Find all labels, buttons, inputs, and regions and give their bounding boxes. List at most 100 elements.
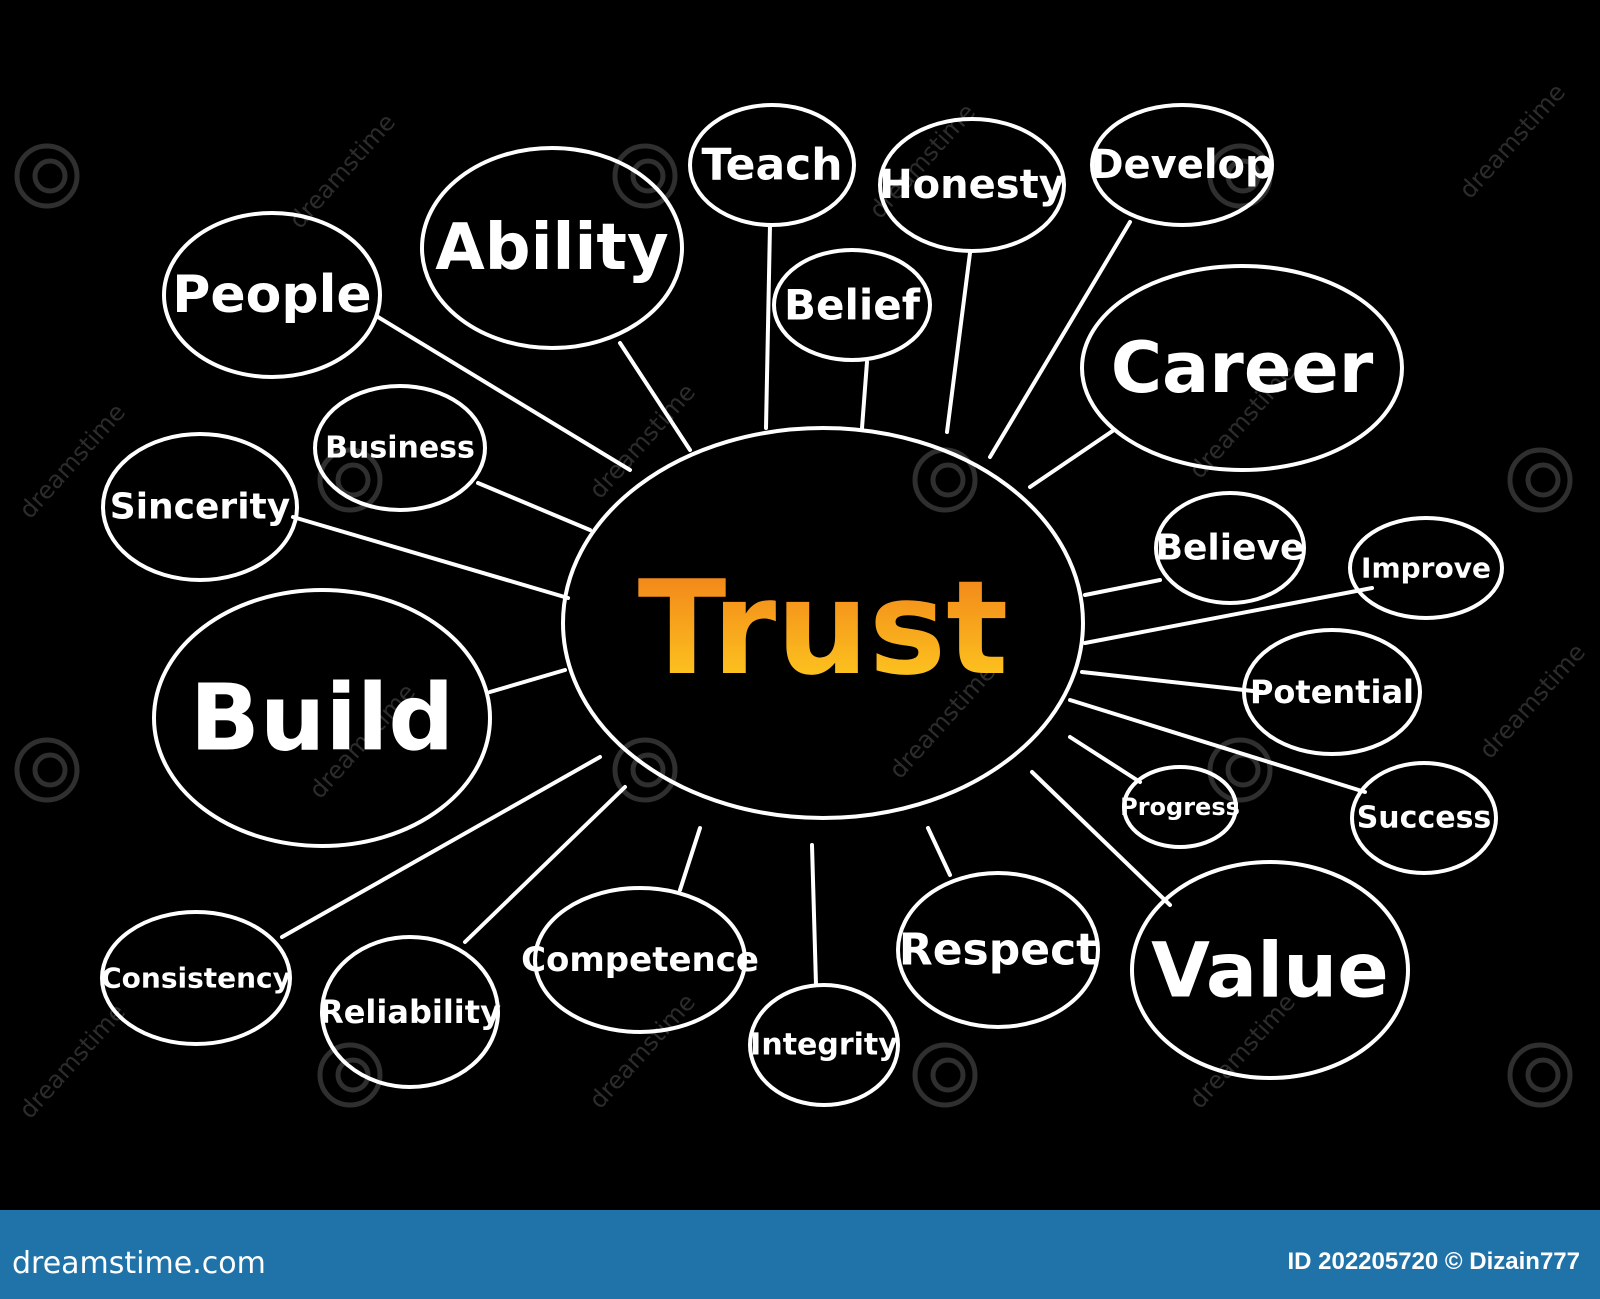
node-label: Integrity bbox=[750, 1028, 898, 1063]
node-label: Business bbox=[325, 431, 475, 466]
node-shape bbox=[878, 117, 1066, 253]
node-label: Progress bbox=[1120, 793, 1240, 821]
node-people: People bbox=[162, 211, 382, 379]
center-node-label: Trust bbox=[638, 552, 1009, 704]
node-consistency: Consistency bbox=[100, 910, 292, 1046]
node-label: Teach bbox=[701, 140, 842, 191]
node-business: Business bbox=[313, 384, 487, 512]
node-shape bbox=[533, 886, 747, 1034]
node-shape bbox=[1080, 264, 1404, 472]
watermark-spiral-icon bbox=[1225, 158, 1261, 194]
node-integrity: Integrity bbox=[748, 983, 900, 1107]
node-label: Reliability bbox=[319, 993, 501, 1031]
node-shape bbox=[313, 384, 487, 512]
node-progress: Progress bbox=[1120, 765, 1240, 849]
node-label: Competence bbox=[521, 940, 759, 980]
footer-stock-id: ID 202205720 © Dizain777 bbox=[1287, 1248, 1580, 1275]
node-shape bbox=[100, 910, 292, 1046]
node-shape bbox=[162, 211, 382, 379]
node-shape bbox=[152, 588, 492, 848]
node-label: Career bbox=[1111, 327, 1374, 409]
node-shape bbox=[748, 983, 900, 1107]
connector-value bbox=[1030, 770, 1172, 907]
node-shape bbox=[320, 935, 500, 1089]
watermark-text: dreamstime bbox=[14, 998, 131, 1124]
node-shape bbox=[1130, 860, 1410, 1080]
connector-consistency bbox=[280, 755, 602, 939]
node-teach: Teach bbox=[688, 103, 856, 227]
node-label: Ability bbox=[435, 211, 668, 285]
node-develop: Develop bbox=[1090, 103, 1274, 227]
node-layer: People Ability Teach Honesty DevelopBeliefCa… bbox=[100, 103, 1504, 1107]
watermark-spiral-icon bbox=[1225, 752, 1261, 788]
node-belief: Belief bbox=[772, 248, 932, 362]
connector-develop bbox=[988, 220, 1132, 459]
node-shape bbox=[688, 103, 856, 227]
watermark-spiral-icon bbox=[335, 462, 371, 498]
node-label: Build bbox=[190, 665, 455, 772]
node-career: Career bbox=[1080, 264, 1404, 472]
footer-brand[interactable]: dreamstime.com bbox=[12, 1246, 266, 1281]
watermark-spiral-icon bbox=[612, 143, 678, 209]
node-shape bbox=[1122, 765, 1238, 849]
center-node-shape bbox=[561, 426, 1085, 820]
watermark-spiral-icon bbox=[930, 1057, 966, 1093]
connector-sincerity bbox=[291, 515, 570, 600]
connector-reliability bbox=[463, 785, 627, 944]
center-node: Trust bbox=[561, 426, 1085, 820]
watermark-text: dreamstime bbox=[1474, 638, 1591, 764]
node-shape bbox=[772, 248, 932, 362]
node-shape bbox=[1154, 491, 1306, 605]
node-shape bbox=[1350, 761, 1498, 875]
watermark-spiral-icon bbox=[14, 143, 80, 209]
node-success: Success bbox=[1350, 761, 1498, 875]
node-label: Honesty bbox=[879, 162, 1065, 208]
node-value: Value bbox=[1130, 860, 1410, 1080]
watermark-spiral-icon bbox=[930, 462, 966, 498]
connector-career bbox=[1028, 428, 1116, 489]
node-improve: Improve bbox=[1348, 516, 1504, 620]
connector-competence bbox=[678, 826, 702, 892]
watermark-spiral-icon bbox=[32, 752, 68, 788]
node-sincerity: Sincerity bbox=[101, 432, 299, 582]
node-competence: Competence bbox=[521, 886, 759, 1034]
connector-improve bbox=[1083, 586, 1374, 645]
node-believe: Believe bbox=[1154, 491, 1306, 605]
connector-ability bbox=[618, 341, 692, 452]
node-label: Improve bbox=[1361, 552, 1491, 585]
node-label: Consistency bbox=[101, 962, 291, 995]
node-ability: Ability bbox=[420, 146, 684, 350]
watermark-text: dreamstime bbox=[1454, 78, 1571, 204]
watermark-spiral-icon bbox=[32, 158, 68, 194]
node-shape bbox=[1242, 628, 1422, 756]
connector-people bbox=[376, 315, 632, 472]
node-shape bbox=[1090, 103, 1274, 227]
watermark-spiral-icon bbox=[317, 1042, 383, 1108]
node-potential: Potential bbox=[1242, 628, 1422, 756]
node-build: Build bbox=[152, 588, 492, 848]
footer-bar: dreamstime.com ID 202205720 © Dizain777 bbox=[0, 1210, 1600, 1299]
node-respect: Respect bbox=[896, 871, 1100, 1029]
node-shape bbox=[1348, 516, 1504, 620]
watermark-spiral-icon bbox=[612, 737, 678, 803]
node-label: Develop bbox=[1090, 142, 1273, 188]
connector-potential bbox=[1080, 670, 1264, 694]
watermark-spiral-icon bbox=[335, 1057, 371, 1093]
watermark-spiral-icon bbox=[630, 752, 666, 788]
node-label: Sincerity bbox=[110, 487, 290, 528]
connector-believe bbox=[1083, 578, 1162, 597]
watermark-spiral-icon bbox=[630, 158, 666, 194]
node-reliability: Reliability bbox=[319, 935, 501, 1089]
connector-respect bbox=[926, 826, 952, 877]
connector-belief bbox=[860, 360, 869, 430]
node-shape bbox=[420, 146, 684, 350]
connector-business bbox=[476, 481, 592, 532]
connector-honesty bbox=[945, 251, 972, 434]
watermark-spiral-icon bbox=[1507, 1042, 1573, 1108]
connector-build bbox=[488, 668, 567, 694]
connector-teach bbox=[764, 223, 772, 430]
node-label: Believe bbox=[1156, 528, 1305, 569]
connector-progress bbox=[1068, 735, 1142, 784]
node-shape bbox=[896, 871, 1100, 1029]
watermark-spiral-icon bbox=[14, 737, 80, 803]
